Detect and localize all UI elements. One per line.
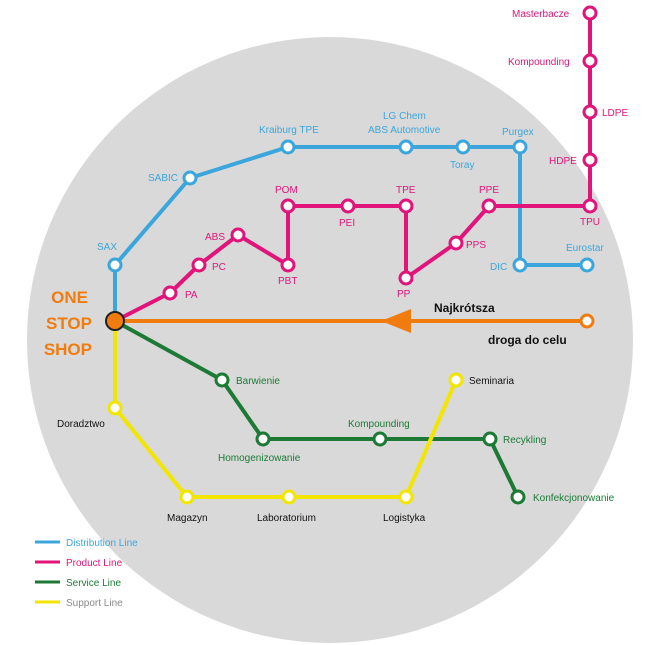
- station-kompounding-product[interactable]: [582, 53, 598, 69]
- label-masterbacze: Masterbacze: [512, 9, 570, 20]
- label-pbt: PBT: [278, 276, 297, 287]
- station-tpu[interactable]: [582, 198, 598, 214]
- legend: Distribution Line Product Line Service L…: [35, 538, 138, 609]
- label-recykling: Recykling: [503, 435, 546, 446]
- label-hdpe: HDPE: [549, 156, 577, 167]
- label-lgchem-1: LG Chem: [383, 111, 426, 122]
- station-ldpe[interactable]: [582, 104, 598, 120]
- label-purgex: Purgex: [502, 127, 534, 138]
- label-logistyka: Logistyka: [383, 513, 426, 524]
- arrow-label-line2: droga do celu: [488, 333, 567, 347]
- station-pbt[interactable]: [280, 257, 296, 273]
- arrow-label-line1: Najkrótsza: [434, 301, 495, 315]
- label-pc: PC: [212, 262, 226, 273]
- label-pom: POM: [275, 185, 298, 196]
- station-arrow-end[interactable]: [579, 313, 595, 329]
- station-masterbacze[interactable]: [582, 5, 598, 21]
- label-kompounding-product: Kompounding: [508, 57, 570, 68]
- station-hdpe[interactable]: [582, 152, 598, 168]
- label-eurostar: Eurostar: [566, 243, 604, 254]
- label-kompounding-service: Kompounding: [348, 419, 410, 430]
- label-laboratorium: Laboratorium: [257, 513, 316, 524]
- hub-station[interactable]: [105, 311, 125, 331]
- label-pps: PPS: [466, 240, 486, 251]
- station-dic[interactable]: [512, 257, 528, 273]
- label-doradztwo: Doradztwo: [57, 419, 105, 430]
- station-purgex[interactable]: [512, 139, 528, 155]
- station-tpe[interactable]: [398, 198, 414, 214]
- station-kraiburg[interactable]: [280, 139, 296, 155]
- label-magazyn: Magazyn: [167, 513, 208, 524]
- label-homogenizowanie: Homogenizowanie: [218, 453, 301, 464]
- label-barwienie: Barwienie: [236, 376, 280, 387]
- label-sabic: SABIC: [148, 173, 178, 184]
- station-magazyn[interactable]: [179, 489, 195, 505]
- station-logistyka[interactable]: [398, 489, 414, 505]
- station-konfekcjonowanie[interactable]: [510, 489, 526, 505]
- label-pa: PA: [185, 290, 198, 301]
- station-doradztwo[interactable]: [107, 400, 123, 416]
- arrow-head-icon: [381, 309, 411, 333]
- legend-label-support: Support Line: [66, 598, 123, 609]
- station-pom[interactable]: [280, 198, 296, 214]
- station-laboratorium[interactable]: [281, 489, 297, 505]
- station-sax[interactable]: [107, 257, 123, 273]
- label-dic: DIC: [490, 262, 507, 273]
- station-lgchem[interactable]: [398, 139, 414, 155]
- label-kraiburg: Kraiburg TPE: [259, 125, 319, 136]
- hub-label-line2: STOP: [46, 314, 92, 333]
- label-ppe: PPE: [479, 185, 499, 196]
- station-toray[interactable]: [455, 139, 471, 155]
- label-sax: SAX: [97, 242, 117, 253]
- station-pp[interactable]: [398, 270, 414, 286]
- station-seminaria[interactable]: [448, 372, 464, 388]
- label-pp: PP: [397, 289, 411, 300]
- station-pc[interactable]: [191, 257, 207, 273]
- legend-label-product: Product Line: [66, 558, 123, 569]
- label-lgchem-2: ABS Automotive: [368, 125, 441, 136]
- station-abs[interactable]: [230, 227, 246, 243]
- station-pps[interactable]: [448, 235, 464, 251]
- label-tpu: TPU: [580, 217, 600, 228]
- station-barwienie[interactable]: [214, 372, 230, 388]
- station-eurostar[interactable]: [579, 257, 595, 273]
- label-seminaria: Seminaria: [469, 376, 514, 387]
- hub-label-line3: SHOP: [44, 340, 92, 359]
- station-pa[interactable]: [162, 285, 178, 301]
- station-pei[interactable]: [340, 198, 356, 214]
- station-homogenizowanie[interactable]: [255, 431, 271, 447]
- label-pei: PEI: [339, 218, 355, 229]
- hub-label-line1: ONE: [51, 288, 88, 307]
- label-tpe: TPE: [396, 185, 416, 196]
- label-ldpe: LDPE: [602, 108, 628, 119]
- station-sabic[interactable]: [182, 170, 198, 186]
- label-konfekcjonowanie: Konfekcjonowanie: [533, 493, 615, 504]
- label-toray: Toray: [450, 160, 474, 171]
- station-ppe[interactable]: [481, 198, 497, 214]
- label-abs: ABS: [205, 232, 225, 243]
- legend-label-distribution: Distribution Line: [66, 538, 138, 549]
- station-kompounding-service[interactable]: [372, 431, 388, 447]
- legend-label-service: Service Line: [66, 578, 121, 589]
- station-recykling[interactable]: [482, 431, 498, 447]
